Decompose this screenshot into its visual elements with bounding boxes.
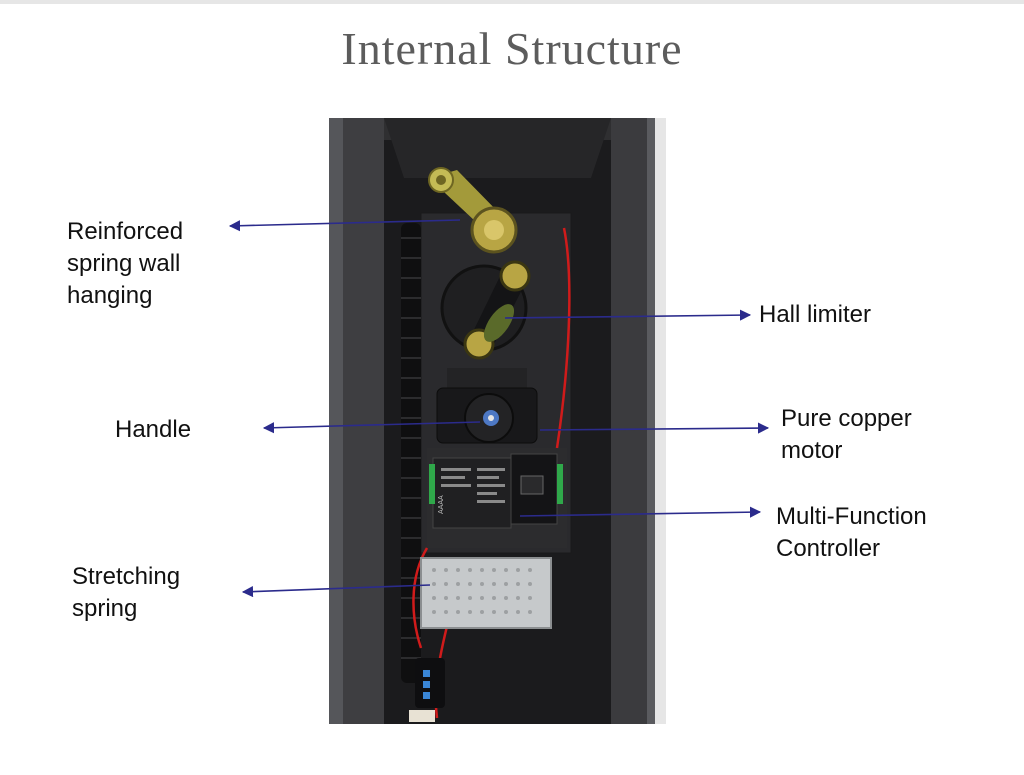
interior-top-shadow: [384, 118, 611, 178]
hall-limiter-assembly: [440, 260, 531, 360]
label-stretching-spring: Stretching spring: [72, 563, 181, 622]
remote-receiver: [409, 658, 445, 722]
internal-structure-photo: AAAA: [329, 118, 666, 724]
spring-wall-hanging-bracket: [428, 167, 518, 254]
label-multi-function-controller: Multi-Function Controller: [776, 503, 927, 562]
top-rule: [0, 0, 1024, 4]
photo-background-right: [655, 118, 666, 724]
label-reinforced-spring-wall-hanging: Reinforced spring wall hanging: [67, 218, 184, 309]
motor-housing: [436, 368, 538, 444]
label-pure-copper-motor: Pure copper motor: [781, 405, 912, 464]
power-supply: [420, 557, 552, 629]
enclosure-left-edge: [329, 118, 343, 724]
page-title: Internal Structure: [341, 23, 683, 74]
label-handle: Handle: [115, 416, 192, 443]
stretching-spring-tube: [401, 223, 421, 683]
controller-board-print: AAAA: [438, 495, 445, 514]
multi-function-controller-board: AAAA: [427, 448, 567, 548]
label-hall-limiter: Hall limiter: [759, 301, 872, 328]
